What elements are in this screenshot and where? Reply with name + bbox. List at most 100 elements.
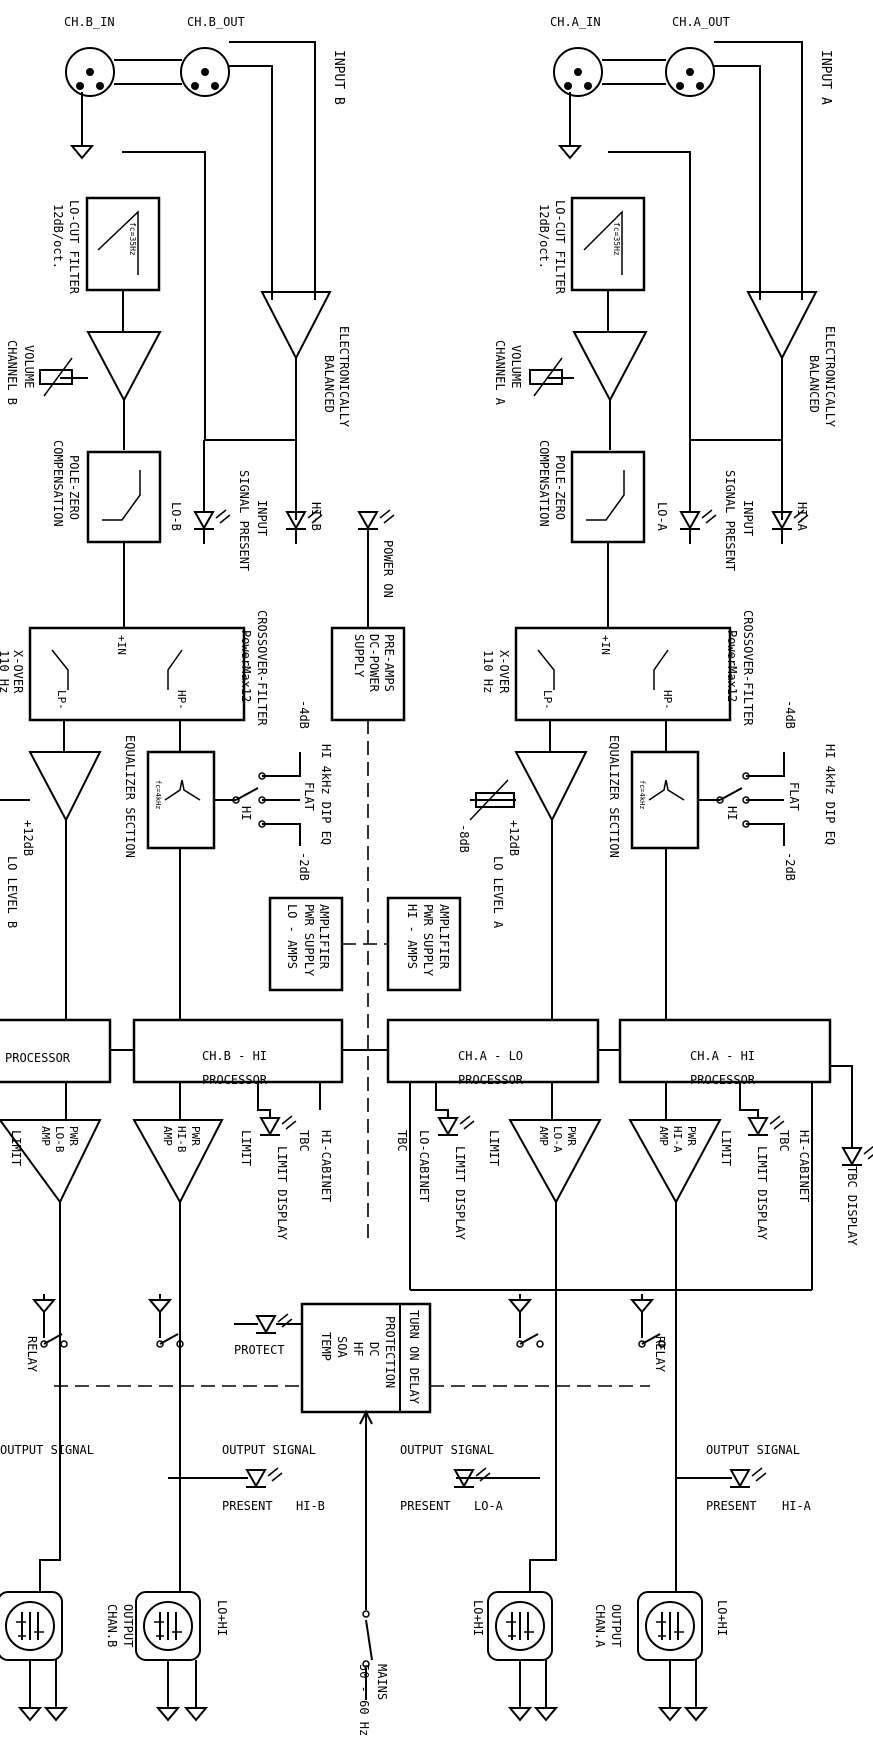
svg-text:POWER ON: POWER ON	[381, 540, 395, 598]
svg-text:PROCESSOR: PROCESSOR	[458, 1073, 524, 1087]
chb-pole-zero	[86, 450, 162, 544]
input-a-label: INPUT A	[818, 50, 833, 105]
svg-text:OUTPUT SIGNAL: OUTPUT SIGNAL	[222, 1443, 316, 1457]
svg-text:CROSSOVER-FILTER: CROSSOVER-FILTER	[255, 610, 269, 726]
cha-input-section: CH.A_IN CH.A_OUT INPUT A fc=35Hz LO-CUT …	[493, 15, 837, 571]
chb-input-section: CH.B_IN CH.B_OUT INPUT B fc=35Hz LO-CUT …	[5, 15, 351, 571]
svg-text:PRESENT: PRESENT	[706, 1499, 757, 1513]
svg-text:HI 4kHz DIP EQ: HI 4kHz DIP EQ	[823, 744, 837, 845]
svg-text:OUTPUT: OUTPUT	[609, 1604, 623, 1647]
svg-text:LP-: LP-	[55, 690, 68, 710]
cha-lo-cut-filter	[570, 196, 646, 292]
svg-text:LO+HI: LO+HI	[471, 1600, 485, 1636]
svg-text:BALANCED: BALANCED	[322, 355, 336, 413]
svg-text:SIGNAL PRESENT: SIGNAL PRESENT	[723, 470, 737, 571]
svg-text:EQUALIZER SECTION: EQUALIZER SECTION	[123, 735, 137, 858]
chb-lo-amp-triangle	[28, 751, 102, 823]
chb-limit-led-icon	[259, 1115, 297, 1136]
svg-text:PROCESSOR: PROCESSOR	[5, 1051, 71, 1065]
preamp-supply-box	[330, 626, 406, 722]
svg-text:HP-: HP-	[175, 690, 188, 710]
svg-text:LO-A: LO-A	[474, 1499, 504, 1513]
svg-text:FLAT: FLAT	[787, 782, 801, 811]
svg-text:PRESENT: PRESENT	[400, 1499, 451, 1513]
svg-text:12dB/oct.: 12dB/oct.	[51, 204, 65, 269]
chb-in-connector	[65, 47, 115, 97]
svg-text:SIGNAL PRESENT: SIGNAL PRESENT	[237, 470, 251, 571]
svg-text:INPUT: INPUT	[255, 500, 269, 536]
svg-text:INPUT: INPUT	[741, 500, 755, 536]
svg-text:PWR: PWR	[685, 1126, 698, 1146]
svg-text:SUPPLY: SUPPLY	[352, 634, 366, 678]
cha-in-connector	[553, 47, 603, 97]
chb-in-label: CH.B_IN	[64, 15, 115, 29]
svg-text:PWR SUPPLY: PWR SUPPLY	[302, 904, 316, 977]
svg-text:LO-CUT FILTER: LO-CUT FILTER	[553, 200, 567, 295]
svg-text:LO-CABINET: LO-CABINET	[417, 1130, 431, 1202]
cha-balanced-amp	[746, 291, 818, 361]
svg-text:LO-A: LO-A	[655, 502, 669, 532]
svg-text:PWR: PWR	[565, 1126, 578, 1146]
cha-lo-led-icon	[679, 509, 717, 530]
svg-text:CH.A - LO: CH.A - LO	[458, 1049, 523, 1063]
svg-text:110 Hz: 110 Hz	[0, 650, 11, 693]
svg-text:AMPLIFIER: AMPLIFIER	[317, 904, 331, 970]
svg-text:fc=35Hz: fc=35Hz	[128, 222, 137, 256]
svg-text:X-OVER: X-OVER	[11, 650, 25, 694]
cha-hi-pwr-amp	[628, 1119, 722, 1205]
cha-hi-speakon	[637, 1591, 703, 1661]
svg-text:AMP: AMP	[537, 1126, 550, 1146]
chb-hi-speakon	[135, 1591, 201, 1661]
svg-text:DC-POWER: DC-POWER	[367, 634, 381, 693]
svg-text:RELAY: RELAY	[653, 1336, 667, 1373]
svg-text:CHAN.B: CHAN.B	[105, 1604, 119, 1647]
cha-lo-pwr-amp	[508, 1119, 602, 1205]
svg-text:OUTPUT SIGNAL: OUTPUT SIGNAL	[0, 1443, 94, 1457]
output-section: OUTPUT SIGNAL PRESENT HI-B OUTPUT SIGNAL…	[0, 1330, 812, 1721]
svg-text:HF: HF	[351, 1342, 365, 1356]
svg-text:VOLUME: VOLUME	[509, 345, 523, 388]
svg-text:+12dB: +12dB	[21, 820, 35, 856]
svg-text:HI: HI	[725, 806, 739, 820]
hi-amps-supply-box	[386, 896, 462, 992]
svg-text:LIMIT: LIMIT	[719, 1130, 733, 1166]
svg-text:50 - 60 Hz: 50 - 60 Hz	[357, 1664, 371, 1736]
input-b-label: INPUT B	[331, 50, 346, 105]
svg-text:+12dB: +12dB	[507, 820, 521, 856]
svg-text:12dB/oct.: 12dB/oct.	[537, 204, 551, 269]
svg-text:LP-: LP-	[541, 690, 554, 710]
chb-crossover-box	[28, 626, 246, 722]
chb-lo-speakon	[0, 1591, 63, 1661]
svg-text:-8dB: -8dB	[457, 824, 471, 853]
svg-text:HI-CABINET: HI-CABINET	[797, 1130, 811, 1202]
svg-text:LO LEVEL A: LO LEVEL A	[491, 856, 505, 929]
mains-section: MAINS 50 - 60 Hz	[357, 1409, 389, 1736]
svg-text:LO-CUT FILTER: LO-CUT FILTER	[67, 200, 81, 295]
svg-text:HI: HI	[239, 806, 253, 820]
svg-text:COMPENSATION: COMPENSATION	[51, 440, 65, 527]
svg-text:TURN ON DELAY: TURN ON DELAY	[407, 1310, 421, 1405]
svg-text:-4dB: -4dB	[783, 700, 797, 729]
svg-text:-2dB: -2dB	[297, 852, 311, 881]
svg-text:PowerMax12: PowerMax12	[239, 630, 253, 702]
svg-text:LIMIT DISPLAY: LIMIT DISPLAY	[453, 1146, 467, 1241]
svg-text:COMPENSATION: COMPENSATION	[537, 440, 551, 527]
svg-text:CROSSOVER-FILTER: CROSSOVER-FILTER	[741, 610, 755, 726]
svg-text:fc=35Hz: fc=35Hz	[612, 222, 621, 256]
svg-text:HI-CABINET: HI-CABINET	[319, 1130, 333, 1202]
power-on-led-icon	[357, 509, 395, 530]
chb-crossover: +IN LP- HP- CROSSOVER-FILTER PowerMax12 …	[0, 542, 333, 1020]
svg-text:HI-A: HI-A	[782, 1499, 812, 1513]
svg-text:-2dB: -2dB	[783, 852, 797, 881]
svg-text:LIMIT: LIMIT	[9, 1130, 23, 1166]
svg-text:CH.B - HI: CH.B - HI	[202, 1049, 267, 1063]
svg-text:CHANNEL B: CHANNEL B	[5, 340, 19, 405]
protection-box	[300, 1302, 432, 1414]
svg-text:PRESENT: PRESENT	[222, 1499, 273, 1513]
svg-text:ELECTRONICALLY: ELECTRONICALLY	[337, 326, 351, 428]
svg-text:LO+HI: LO+HI	[715, 1600, 729, 1636]
chb-preamp-triangle	[86, 331, 162, 403]
svg-text:OUTPUT SIGNAL: OUTPUT SIGNAL	[706, 1443, 800, 1457]
svg-text:X-OVER: X-OVER	[497, 650, 511, 694]
svg-text:HI-A: HI-A	[671, 1126, 684, 1153]
